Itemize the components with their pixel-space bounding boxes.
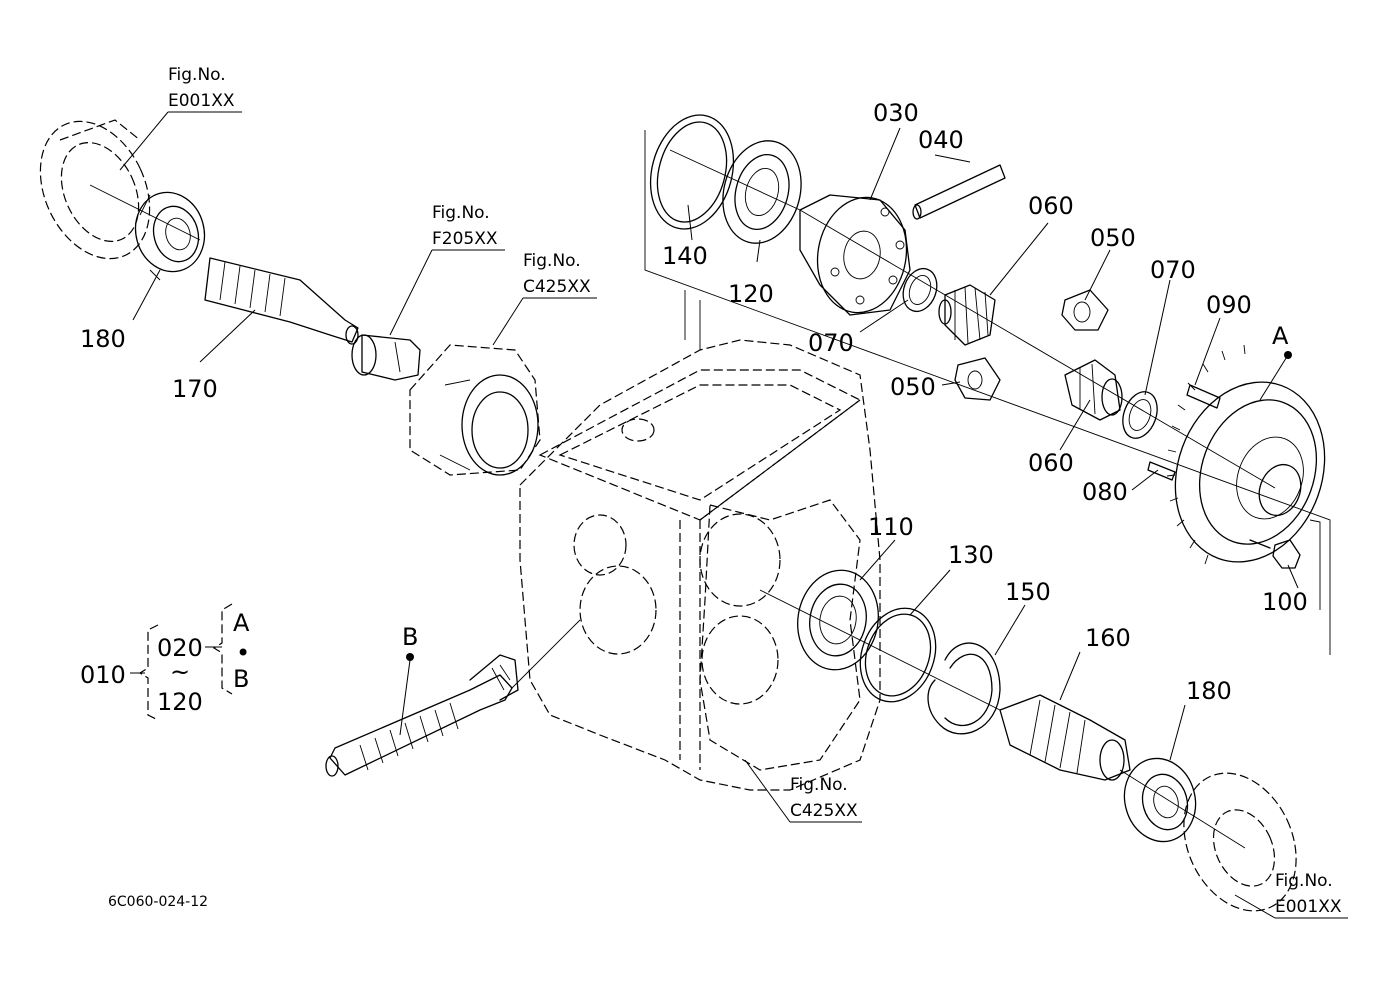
assembly-parent-label[interactable]: 010 — [80, 661, 126, 689]
part-label-180-bottom[interactable]: 180 — [1186, 677, 1232, 705]
thrust-washer-070-top — [902, 267, 938, 313]
part-label-030[interactable]: 030 — [873, 99, 919, 127]
part-label-050-top[interactable]: 050 — [1090, 224, 1136, 252]
pin-080 — [1147, 461, 1176, 481]
shaft-160 — [999, 694, 1131, 781]
part-label-100[interactable]: 100 — [1262, 588, 1308, 616]
group-frame-a-inner — [1309, 519, 1321, 610]
left-bearing-cover — [39, 119, 151, 260]
assembly-range-end[interactable]: 120 — [157, 688, 203, 716]
assembly-set-a[interactable]: A — [233, 609, 250, 637]
drawing-code: 6C060-024-12 — [108, 894, 208, 910]
side-gear-060-top — [938, 284, 996, 346]
ball-bearing-180-top — [134, 191, 206, 281]
diff-case-030 — [799, 194, 911, 316]
part-label-070-right[interactable]: 070 — [1150, 256, 1196, 284]
fig-ref-c425-top-code[interactable]: C425XX — [523, 277, 591, 297]
shim-130 — [859, 607, 937, 703]
fig-ref-e001-bottom-code[interactable]: E001XX — [1275, 897, 1342, 917]
group-frame-a — [644, 130, 1331, 655]
part-label-110[interactable]: 110 — [868, 513, 914, 541]
part-label-040[interactable]: 040 — [918, 126, 964, 154]
part-label-070-left[interactable]: 070 — [808, 329, 854, 357]
fig-ref-f205-caption: Fig.No. — [432, 203, 490, 223]
fig-ref-c425-bottom-caption: Fig.No. — [790, 775, 848, 795]
coupling-f205 — [351, 334, 421, 381]
assembly-range-tilde: ~ — [170, 658, 190, 686]
fig-ref-c425-bottom-code[interactable]: C425XX — [790, 801, 858, 821]
part-label-140[interactable]: 140 — [662, 242, 708, 270]
fig-ref-c425-top-caption: Fig.No. — [523, 251, 581, 271]
assembly-bracket-right — [212, 603, 233, 695]
side-gear-060-bottom — [1064, 359, 1123, 421]
snap-ring-150 — [927, 642, 1001, 735]
right-bearing-cover — [1183, 772, 1297, 912]
marker-b-dot — [406, 653, 414, 661]
marker-b-label[interactable]: B — [402, 623, 418, 651]
bolt-100 — [1249, 539, 1301, 569]
pinion-pin-040 — [912, 164, 1006, 220]
part-label-170[interactable]: 170 — [172, 375, 218, 403]
part-label-180-top[interactable]: 180 — [80, 325, 126, 353]
ball-bearing-180-bottom — [1123, 757, 1197, 843]
pinion-gear-050-bottom — [954, 357, 1001, 401]
part-label-160[interactable]: 160 — [1085, 624, 1131, 652]
assembly-range-start[interactable]: 020 — [157, 634, 203, 662]
transmission-case — [519, 290, 881, 791]
fig-ref-e001-top-code[interactable]: E001XX — [168, 91, 235, 111]
ring-gear-a — [1166, 344, 1326, 565]
part-label-130[interactable]: 130 — [948, 541, 994, 569]
assembly-set-b[interactable]: B — [233, 665, 249, 693]
diff-bearing-120 — [722, 140, 802, 244]
fig-ref-e001-bottom-caption: Fig.No. — [1275, 871, 1333, 891]
part-label-150[interactable]: 150 — [1005, 578, 1051, 606]
marker-a-dot — [1284, 351, 1292, 359]
bearing-holder-c425 — [409, 344, 541, 476]
bearing-110 — [797, 569, 879, 671]
centre-axis-lines — [89, 149, 1276, 849]
part-label-060-bottom[interactable]: 060 — [1028, 449, 1074, 477]
marker-a-label[interactable]: A — [1272, 322, 1289, 350]
pinion-shaft-b — [325, 619, 581, 777]
part-label-050-bottom[interactable]: 050 — [890, 373, 936, 401]
pin-090 — [1186, 384, 1221, 409]
part-label-080[interactable]: 080 — [1082, 478, 1128, 506]
fig-ref-e001-top-caption: Fig.No. — [168, 65, 226, 85]
diff-shim-140 — [649, 114, 735, 230]
pinion-gear-050-top — [1061, 289, 1109, 331]
part-label-090[interactable]: 090 — [1206, 291, 1252, 319]
leader-lines — [119, 111, 1348, 919]
part-label-060-top[interactable]: 060 — [1028, 192, 1074, 220]
shaft-170 — [204, 257, 359, 345]
part-label-120[interactable]: 120 — [728, 280, 774, 308]
fig-ref-f205-code[interactable]: F205XX — [432, 229, 498, 249]
assembly-bracket-left — [138, 624, 159, 721]
thrust-washer-070-bottom — [1122, 391, 1158, 439]
assembly-legend: 010 020 ~ 120 A • B — [80, 603, 250, 721]
assembly-set-separator: • — [236, 639, 250, 667]
